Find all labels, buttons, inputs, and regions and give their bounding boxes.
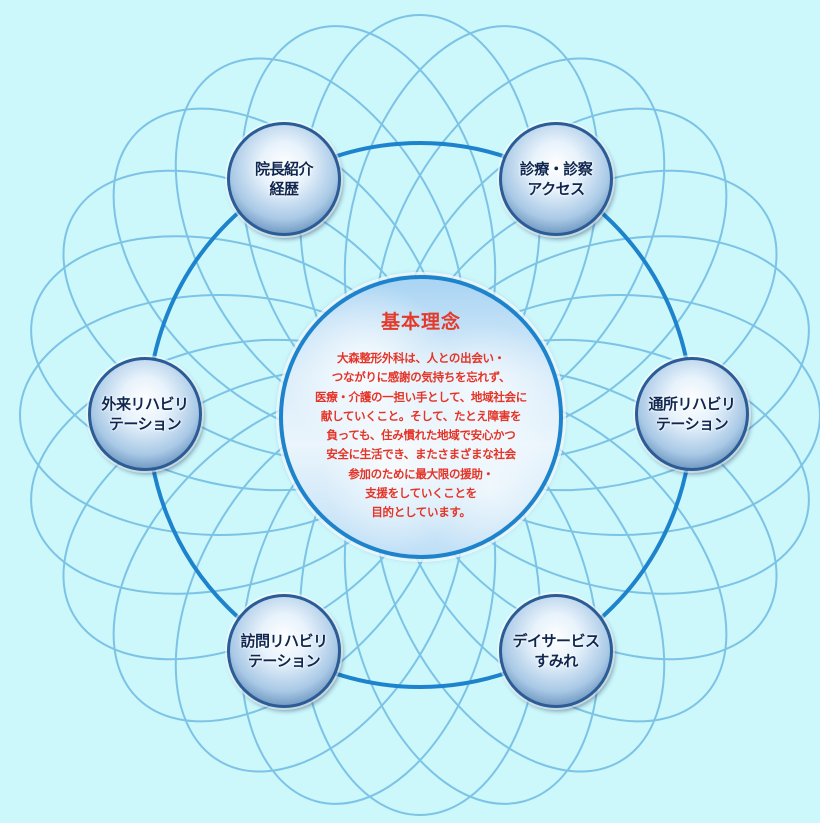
philosophy-text: 大森整形外科は、人との出会い・ つながりに感謝の気持ちを忘れず、 医療・介護の一…: [283, 349, 559, 523]
nav-director-line1: 院長紹介: [255, 159, 313, 179]
nav-day-care-rehab-button[interactable]: 通所リハビリ テーション: [635, 357, 749, 471]
nav-visiting-rehab-line2: テーション: [248, 651, 320, 671]
nav-day-care-rehab-line1: 通所リハビリ: [648, 394, 735, 414]
nav-outpatient-rehab-line2: テーション: [109, 414, 181, 434]
philosophy-line: 目的としています。: [283, 503, 559, 522]
nav-outpatient-rehab-button[interactable]: 外来リハビリ テーション: [88, 357, 202, 471]
nav-access-button[interactable]: 診療・診察 アクセス: [499, 122, 613, 236]
philosophy-line: 参加のために最大限の援助・: [283, 465, 559, 484]
nav-day-care-rehab-line2: テーション: [656, 414, 728, 434]
philosophy-line: 大森整形外科は、人との出会い・: [283, 349, 559, 368]
nav-visiting-rehab-line1: 訪問リハビリ: [240, 631, 327, 651]
philosophy-line: 医療・介護の一担い手として、地域社会に: [283, 388, 559, 407]
nav-access-line1: 診療・診察: [520, 159, 593, 179]
philosophy-title: 基本理念: [283, 307, 559, 334]
philosophy-line: 安全に生活でき、またさまざまな社会: [283, 445, 559, 464]
nav-day-service-line1: デイサービス: [512, 631, 599, 651]
nav-director-line2: 経歴: [269, 179, 298, 199]
nav-outpatient-rehab-line1: 外来リハビリ: [101, 394, 188, 414]
nav-access-line2: アクセス: [527, 179, 584, 199]
philosophy-line: 献していくこと。そして、たとえ障害を: [283, 407, 559, 426]
nav-visiting-rehab-button[interactable]: 訪問リハビリ テーション: [227, 594, 341, 708]
philosophy-line: つながりに感謝の気持ちを忘れず、: [283, 368, 559, 387]
nav-day-service-button[interactable]: デイサービス すみれ: [499, 594, 613, 708]
nav-director-button[interactable]: 院長紹介 経歴: [227, 122, 341, 236]
philosophy-line: 負っても、住み慣れた地域で安心かつ: [283, 426, 559, 445]
nav-day-service-line2: すみれ: [534, 651, 578, 671]
philosophy-circle: 基本理念 大森整形外科は、人との出会い・ つながりに感謝の気持ちを忘れず、 医療…: [279, 275, 563, 559]
philosophy-line: 支援をしていくことを: [283, 484, 559, 503]
